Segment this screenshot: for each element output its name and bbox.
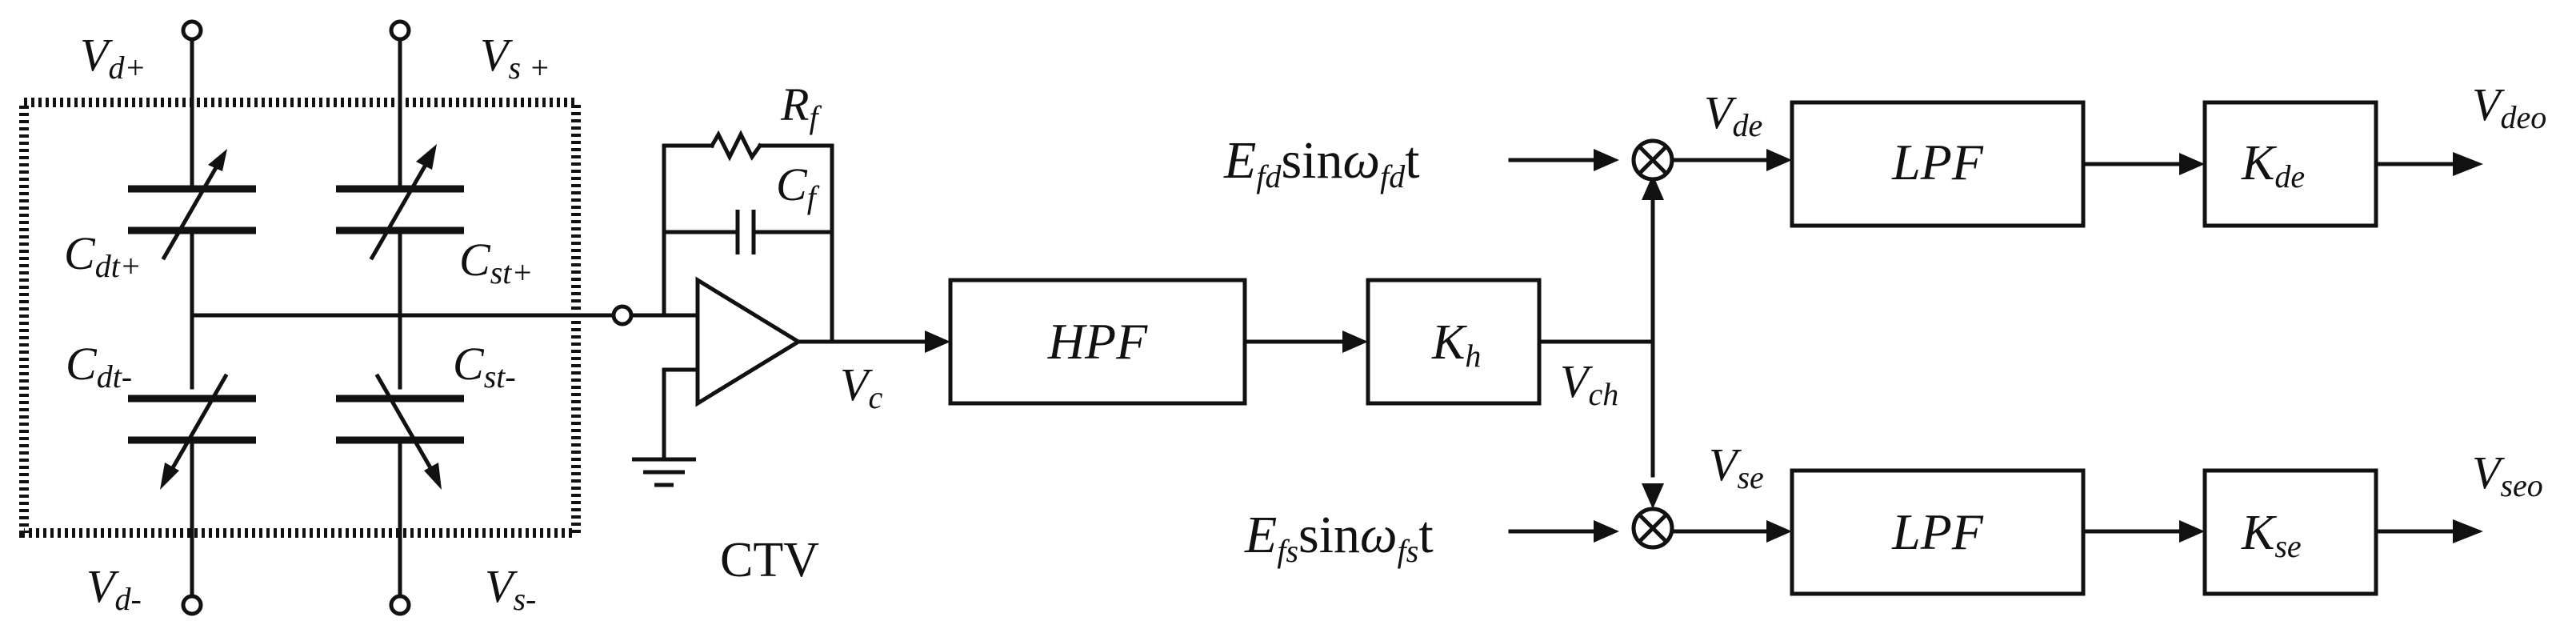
terminal-vd-minus — [181, 594, 203, 616]
label-carrier-top: Efdsinωfdt — [1223, 131, 1420, 194]
label-vdeo: Vdeo — [2472, 78, 2546, 135]
block-lpf-bottom — [1790, 468, 2086, 596]
label-vde: Vde — [1704, 86, 1762, 143]
block-hpf — [948, 278, 1247, 406]
label-cdt-plus: Cdt+ — [64, 227, 142, 284]
block-lpf-top — [1790, 100, 2086, 228]
label-kde: Kde — [2241, 136, 2305, 194]
label-vd-minus: Vd- — [86, 560, 142, 617]
capacitor-cst-minus — [336, 373, 464, 490]
multiplier-top-icon — [1631, 138, 1674, 182]
label-cdt-minus: Cdt- — [66, 338, 132, 395]
terminal-vd-plus — [181, 19, 203, 42]
amp-input-node — [611, 304, 634, 327]
capacitor-cdt-plus — [128, 149, 256, 266]
label-kh: Kh — [1431, 315, 1481, 374]
block-kde — [2202, 100, 2378, 228]
sensor-enclosure — [19, 98, 581, 538]
terminal-vs-minus — [389, 594, 411, 616]
capacitor-cdt-minus — [128, 373, 256, 490]
op-amp-triangle — [695, 276, 802, 407]
label-vch: Vch — [1560, 355, 1618, 412]
label-vs-plus: Vs + — [480, 29, 550, 86]
label-lpf-bottom: LPF — [1891, 503, 1984, 560]
ground-icon — [632, 457, 696, 487]
resistor-rf — [709, 130, 763, 162]
block-kse — [2202, 468, 2378, 596]
multiplier-bottom-icon — [1631, 507, 1674, 550]
label-hpf: HPF — [1047, 313, 1148, 370]
label-carrier-bottom: Efssinωfst — [1244, 506, 1434, 569]
label-cst-minus: Cst- — [453, 338, 516, 395]
terminal-vs-plus — [389, 19, 411, 42]
label-vc: Vc — [840, 359, 882, 415]
label-rf: Rf — [780, 78, 822, 135]
label-lpf-top: LPF — [1891, 134, 1984, 190]
label-ctv: CTV — [720, 533, 819, 587]
label-vd-plus: Vd+ — [80, 29, 146, 86]
label-vse: Vse — [1709, 439, 1764, 495]
label-kse: Kse — [2241, 506, 2302, 564]
capacitor-cst-plus — [336, 144, 464, 261]
label-cst-plus: Cst+ — [459, 234, 533, 290]
label-cf: Cf — [776, 158, 820, 215]
label-vs-minus: Vs- — [485, 560, 536, 617]
label-vseo: Vseo — [2472, 447, 2543, 503]
charge-amplifier — [629, 130, 950, 487]
